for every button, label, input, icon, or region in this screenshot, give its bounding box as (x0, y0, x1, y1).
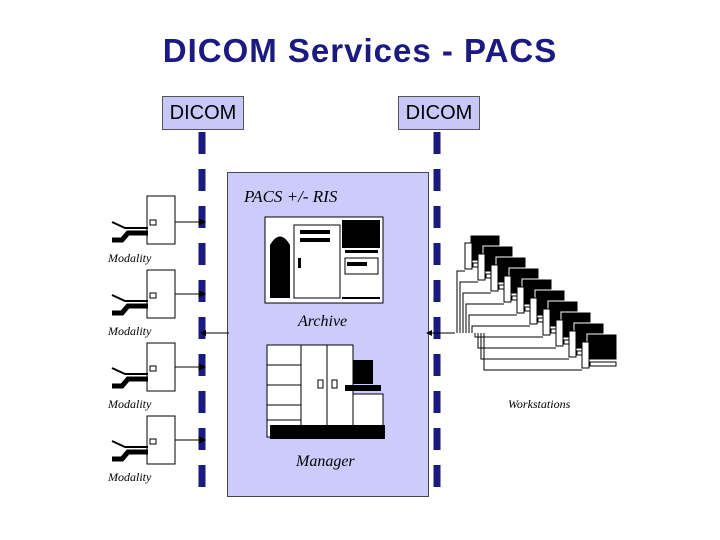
manager-label: Manager (296, 453, 355, 470)
modality-icon-1 (111, 195, 176, 245)
page-title: DICOM Services - PACS (162, 32, 558, 69)
archive-icon (264, 216, 384, 304)
workstations-connector (426, 330, 455, 336)
modality-connectors (175, 218, 207, 444)
archive-label: Archive (298, 313, 348, 330)
pacs-label: PACS +/- RIS (244, 187, 338, 206)
dicom-left-label: DICOM (162, 96, 244, 130)
manager-icon (266, 344, 385, 439)
pacs-left-connector (200, 330, 229, 336)
modality-icon-3 (111, 342, 176, 392)
modality-icon-4 (111, 415, 176, 465)
workstation-stack (456, 234, 618, 371)
workstations-label: Workstations (508, 397, 571, 411)
modality-label-2: Modality (108, 324, 152, 338)
dicom-right-label: DICOM (398, 96, 480, 130)
modality-label-1: Modality (108, 251, 152, 265)
modality-icon-2 (111, 269, 176, 319)
modality-label-3: Modality (108, 397, 152, 411)
workstation-icon (483, 333, 618, 371)
modality-label-4: Modality (108, 470, 152, 484)
